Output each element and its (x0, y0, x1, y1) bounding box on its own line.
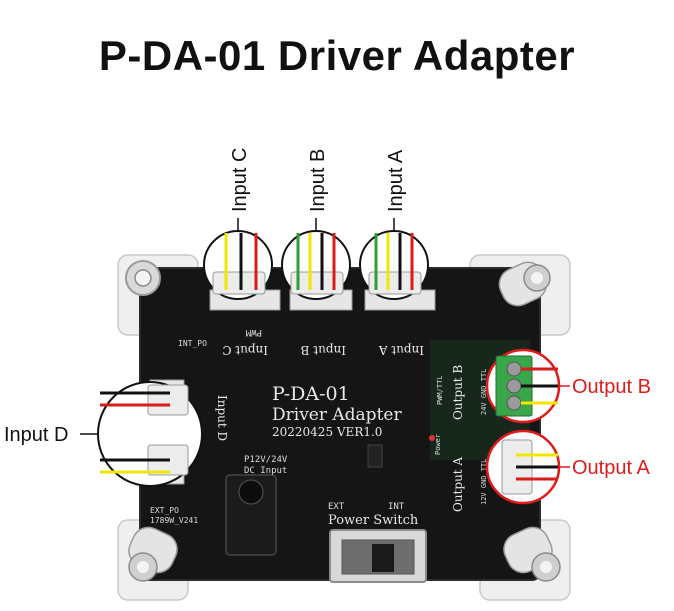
silk-output-b: Output B (451, 365, 465, 420)
output-b-terminal-zoom (485, 348, 561, 424)
silk-input-b: Input B (300, 343, 346, 357)
input-d-label: Input D (4, 424, 68, 446)
silk-pins-b: 24V GND TTL (480, 369, 488, 415)
input-b-label: Input B (307, 149, 329, 212)
board-model: P-DA-01 (272, 383, 350, 405)
input-c-connector-zoom (203, 230, 273, 300)
silk-pwm-ttl: PWM/TTL (436, 375, 444, 405)
silk-part-no: 1789W_V241 (150, 516, 198, 525)
silk-int-po: INT_PO (178, 339, 207, 348)
output-b-label: Output B (572, 376, 651, 398)
input-a-label: Input A (385, 149, 407, 212)
input-c-label: Input C (229, 148, 251, 212)
board-name: Driver Adapter (272, 405, 402, 425)
silk-output-a: Output A (451, 457, 465, 512)
silk-int: INT (388, 502, 405, 512)
page-title: P-DA-01 Driver Adapter (98, 32, 576, 79)
board-version: 20220425 VER1.0 (272, 425, 382, 439)
dc-input-jack (225, 474, 277, 556)
silk-power-switch: Power Switch (328, 513, 419, 528)
silk-input-d: Input D (215, 395, 229, 441)
output-a-connector-zoom (485, 429, 561, 505)
silk-dc-1: P12V/24V (244, 455, 288, 465)
input-b-connector-zoom (281, 230, 351, 300)
silk-pins-a: 12V GND TTL (480, 459, 488, 505)
silk-input-c: Input C (222, 343, 268, 357)
silk-power-led: Power (434, 434, 442, 455)
input-d-connector-zoom (97, 381, 203, 487)
silk-pins-c: PWM (245, 327, 262, 337)
standoff-top-left (125, 260, 161, 296)
silk-input-a: Input A (378, 343, 424, 357)
standoff-top-right (498, 261, 551, 307)
silk-dc-2: DC Input (244, 466, 287, 476)
output-a-label: Output A (572, 457, 650, 479)
standoff-bottom-left (128, 526, 178, 582)
silk-ext: EXT (328, 502, 345, 512)
silk-ext-po: EXT_PO (150, 506, 179, 515)
input-a-connector-zoom (359, 230, 429, 300)
power-switch[interactable] (329, 529, 427, 583)
standoff-bottom-right (503, 526, 561, 582)
